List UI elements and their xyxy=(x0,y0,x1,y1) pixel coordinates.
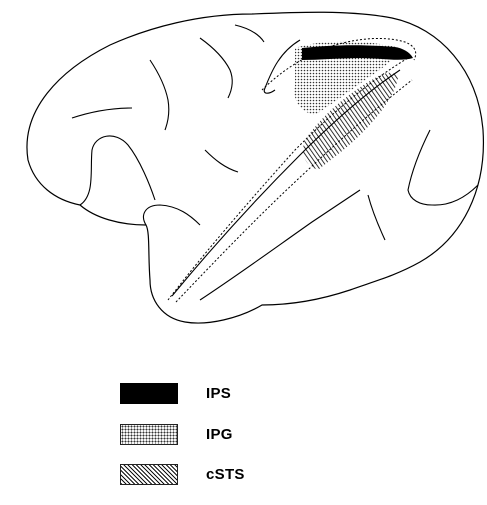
legend-item-ips: IPS xyxy=(120,383,231,404)
lunate-sulcus xyxy=(408,130,478,205)
legend-label-csts: cSTS xyxy=(206,466,245,483)
inferior-temporal-sulcus xyxy=(200,190,360,300)
small-sulcus xyxy=(235,25,264,42)
frontal-orbital-contour xyxy=(80,136,155,205)
occipital-sulcus xyxy=(368,195,385,240)
legend-item-ipg: IPG xyxy=(120,424,233,445)
legend-item-csts: cSTS xyxy=(120,464,245,485)
sylvian-region xyxy=(264,40,300,93)
ips-region xyxy=(302,45,413,60)
temporal-pole-contour xyxy=(144,205,200,225)
central-sulcus xyxy=(200,38,232,98)
legend-label-ipg: IPG xyxy=(206,426,233,443)
ipg-swatch xyxy=(120,424,178,445)
brain-lateral-view-diagram xyxy=(0,0,487,330)
csts-swatch xyxy=(120,464,178,485)
principal-sulcus xyxy=(72,108,132,118)
ips-swatch xyxy=(120,383,178,404)
brain-outline xyxy=(27,12,483,323)
arcuate-sulcus xyxy=(150,60,169,130)
precentral-dimple xyxy=(205,150,238,172)
legend-label-ips: IPS xyxy=(206,385,231,402)
